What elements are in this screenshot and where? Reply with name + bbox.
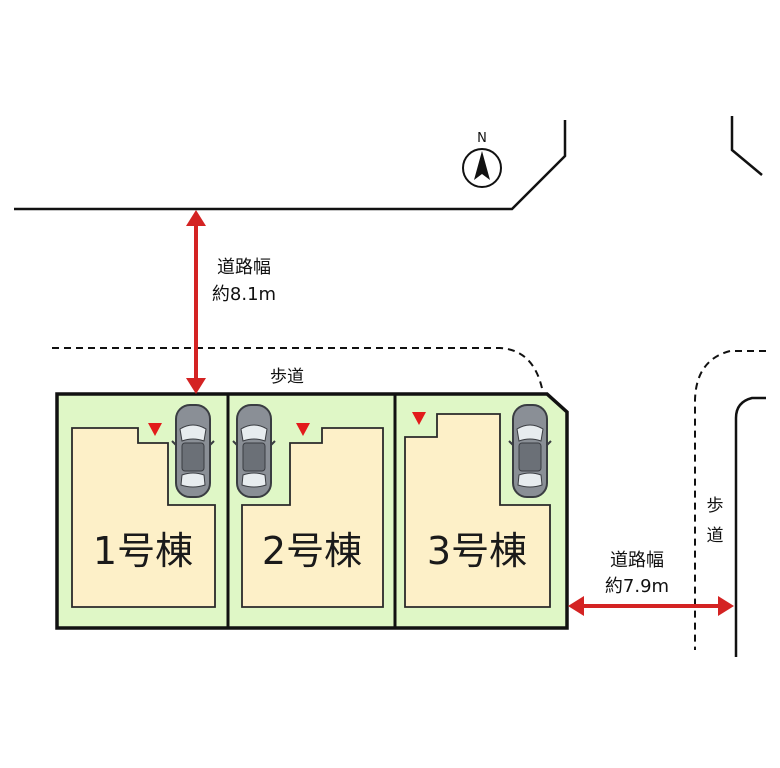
sidewalk-east-label-bottom: 道 (707, 526, 724, 546)
building-2-label: 2号棟 (262, 529, 362, 573)
road-north-width-value: 約8.1m (212, 284, 276, 305)
road-width-arrow-north (186, 210, 206, 394)
road-east-width-value: 約7.9m (605, 576, 669, 597)
sidewalk-boundary-north (52, 347, 544, 394)
road-north-width-label: 道路幅 (217, 257, 271, 278)
building-3[interactable]: 3号棟 (404, 413, 551, 608)
car-icon-lot-1 (171, 404, 215, 498)
building-1-label: 1号棟 (93, 529, 193, 573)
road-east-width-label: 道路幅 (610, 550, 664, 571)
sidewalk-boundary-east (694, 350, 766, 650)
road-edge-northeast (730, 116, 763, 176)
sidewalk-north-label: 歩道 (270, 367, 304, 387)
road-width-arrow-east (568, 596, 734, 616)
sidewalk-east-label-top: 歩 (707, 496, 724, 516)
car-icon-lot-2 (232, 404, 276, 498)
entrance-marker-icon-1 (148, 423, 162, 436)
road-edge-east (734, 396, 766, 657)
building-3-label: 3号棟 (427, 529, 527, 573)
road-edge-north (14, 120, 567, 211)
compass-label: N (477, 131, 487, 146)
north-arrow-icon (462, 148, 502, 188)
building-2[interactable]: 2号棟 (241, 427, 384, 608)
entrance-marker-icon-2 (296, 423, 310, 436)
entrance-marker-icon-3 (412, 412, 426, 425)
car-icon-lot-3 (508, 404, 552, 498)
building-1[interactable]: 1号棟 (71, 427, 216, 608)
